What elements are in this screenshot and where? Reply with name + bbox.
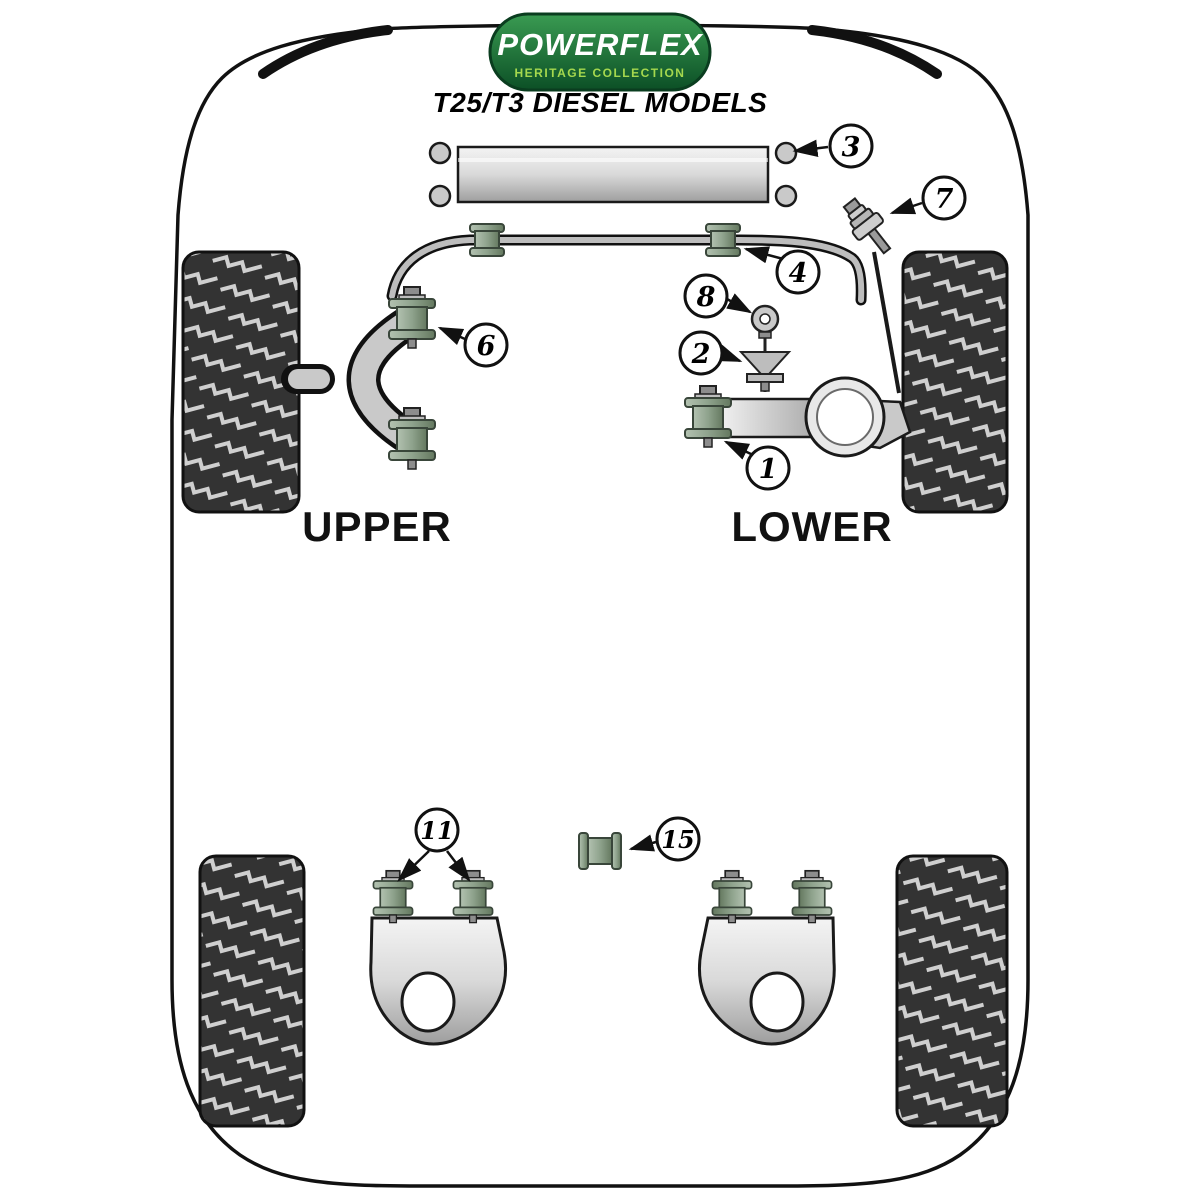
- arrow-to-item-1: [723, 440, 754, 460]
- arb-bush-left: [469, 223, 505, 257]
- gearbox-mount-bush: [578, 832, 622, 870]
- bump-stop-cone: [738, 331, 792, 392]
- callout-11-number: 11: [420, 816, 453, 845]
- callout-7: 7: [921, 175, 967, 221]
- wheel-rear-left: [198, 854, 306, 1128]
- callout-3: 3: [828, 123, 874, 169]
- arrow-to-item-11b: [446, 850, 471, 882]
- arrow-to-item-7: [889, 197, 923, 215]
- callout-4: 4: [775, 249, 821, 295]
- arrow-to-item-8: [726, 293, 753, 314]
- top-mounting-bar: [428, 141, 798, 208]
- windscreen-corner-right: [807, 25, 942, 79]
- leader-arrows: [397, 139, 923, 882]
- callout-1: 1: [745, 445, 791, 491]
- lower-label: LOWER: [731, 503, 892, 550]
- arrow-to-item-11a: [397, 850, 430, 882]
- windscreen-corner-left: [258, 25, 393, 79]
- washer-bush: [750, 304, 780, 334]
- callout-2-number: 2: [691, 339, 711, 370]
- arrow-to-item-4: [743, 246, 788, 264]
- upper-label: UPPER: [302, 503, 452, 550]
- logo-collection-text: HERITAGE COLLECTION: [515, 66, 686, 80]
- callout-6-number: 6: [477, 331, 496, 362]
- powerflex-logo: POWERFLEX HERITAGE COLLECTION: [488, 12, 712, 92]
- callout-15: 15: [655, 816, 701, 862]
- callout-8-number: 8: [696, 282, 716, 313]
- wheel-front-right: [901, 250, 1009, 514]
- arrow-to-item-6: [437, 326, 466, 346]
- callout-2: 2: [678, 330, 724, 376]
- callout-6: 6: [463, 322, 509, 368]
- callout-11: 11: [414, 807, 460, 853]
- logo-brand-text: POWERFLEX: [497, 27, 704, 62]
- callout-4-number: 4: [789, 258, 808, 289]
- anti-roll-bar: [386, 234, 867, 306]
- callout-7-number: 7: [935, 184, 954, 215]
- arrow-to-item-15: [628, 834, 657, 852]
- steering-rod: [872, 251, 901, 394]
- arb-bush-right: [705, 223, 741, 257]
- callout-8: 8: [683, 273, 729, 319]
- arrow-to-item-2: [715, 344, 743, 363]
- diagram-title: T25/T3 DIESEL MODELS: [433, 87, 768, 118]
- callout-3-number: 3: [842, 132, 861, 163]
- callouts: 3 7 4 8 2 6 1 11: [414, 123, 967, 862]
- lower-control-arm: [720, 376, 912, 458]
- wheel-rear-right: [895, 854, 1009, 1128]
- arrow-to-item-3: [792, 139, 829, 157]
- tie-rod-end: [842, 197, 892, 255]
- callout-1-number: 1: [759, 454, 778, 485]
- callout-15-number: 15: [661, 825, 694, 854]
